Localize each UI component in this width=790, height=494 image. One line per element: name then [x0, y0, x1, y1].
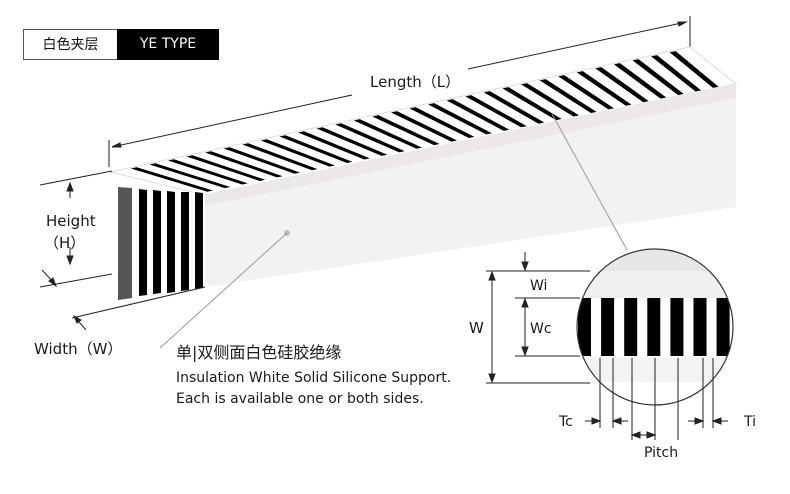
detail-height-dimensions	[486, 252, 590, 384]
top-stripe	[205, 151, 283, 178]
detail-stripe	[624, 298, 638, 356]
top-stripe	[465, 95, 527, 128]
top-stripe	[242, 143, 318, 171]
detail-stripe	[716, 298, 730, 356]
bar-front-shadow	[205, 84, 736, 206]
detail-stripe	[578, 298, 591, 356]
detail-stripe	[693, 298, 707, 356]
detail-conductor-stripes	[578, 298, 730, 356]
height-label: Height	[46, 212, 96, 230]
wi-label: Wi	[530, 278, 547, 294]
length-label: Length（L）	[370, 73, 460, 91]
top-stripe	[558, 75, 614, 110]
top-stripe	[521, 83, 580, 117]
top-stripe	[223, 147, 301, 174]
top-stripe	[167, 159, 248, 185]
top-stripe	[298, 131, 370, 160]
pitch-label: Pitch	[644, 445, 678, 461]
top-stripe	[576, 71, 632, 106]
top-stripe	[651, 55, 702, 92]
top-stripe	[353, 119, 423, 149]
w-label: W	[469, 319, 484, 337]
bar-front-face	[205, 84, 736, 287]
top-stripe	[335, 123, 405, 153]
description-chinese: 单|双侧面白色硅胶绝缘	[176, 343, 341, 362]
top-stripe	[446, 99, 510, 131]
tab-white-layer[interactable]: 白色夹层	[23, 29, 117, 60]
height-symbol: （H）	[44, 234, 85, 252]
top-stripe	[149, 163, 231, 189]
width-label: Width（W）	[34, 340, 122, 358]
top-stripe	[130, 167, 213, 192]
height-dimension	[39, 170, 113, 288]
detail-stripe	[647, 298, 661, 356]
magnifier-leader-line	[551, 113, 628, 251]
top-stripe	[409, 107, 475, 139]
bar-end-edge	[118, 187, 132, 300]
ti-label: Ti	[743, 414, 756, 430]
top-stripe	[613, 63, 667, 99]
top-stripe	[595, 67, 649, 103]
top-stripe	[260, 139, 335, 167]
elastomeric-connector-bar	[109, 46, 738, 300]
top-stripe	[428, 103, 492, 135]
detail-stripe	[601, 298, 615, 356]
top-stripe	[669, 51, 719, 88]
top-stripe	[539, 79, 597, 113]
description-line-1: Insulation White Solid Silicone Support.	[176, 370, 451, 386]
magnified-detail	[576, 248, 734, 406]
width-dimension	[41, 269, 206, 331]
detail-pitch-dimensions	[585, 358, 728, 440]
top-stripe	[502, 87, 562, 121]
length-dimension	[108, 16, 691, 167]
top-stripe	[372, 115, 440, 146]
detail-stripe	[670, 298, 684, 356]
tc-label: Tc	[558, 414, 573, 430]
top-stripe	[186, 155, 266, 181]
top-stripe	[390, 111, 458, 142]
wc-label: Wc	[530, 321, 552, 337]
top-stripe	[483, 91, 545, 124]
top-stripe	[316, 127, 388, 156]
top-stripe	[632, 59, 684, 96]
top-stripe	[279, 135, 353, 164]
description-callout	[159, 230, 290, 349]
end-face-stripes	[139, 189, 203, 296]
description-line-2: Each is available one or both sides.	[176, 391, 424, 407]
tab-ye-type[interactable]: YE TYPE	[117, 29, 219, 60]
top-face-stripes	[130, 51, 719, 192]
